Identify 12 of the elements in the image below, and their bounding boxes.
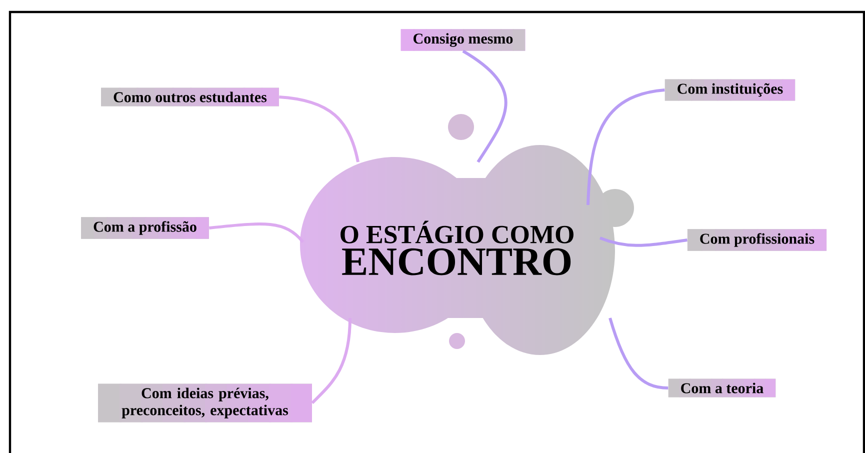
topic-label: Com profissionais [687,229,827,251]
topic-label: Com ideias prévias, preconceitos, expectativas [98,384,312,422]
topic-label: Consigo mesmo [400,29,526,51]
connector-line [279,96,360,162]
connector-line [586,88,665,206]
topic-label: Com a teoria [668,378,776,398]
topic-label: Com instituições [664,79,796,101]
connector-line [462,50,508,163]
topic-label: Com a profissão [81,217,209,239]
topic-label: Como outros estudantes [101,88,279,106]
central-topic: O ESTÁGIO COMO ENCONTRO [340,220,574,276]
connector-line [608,318,668,390]
